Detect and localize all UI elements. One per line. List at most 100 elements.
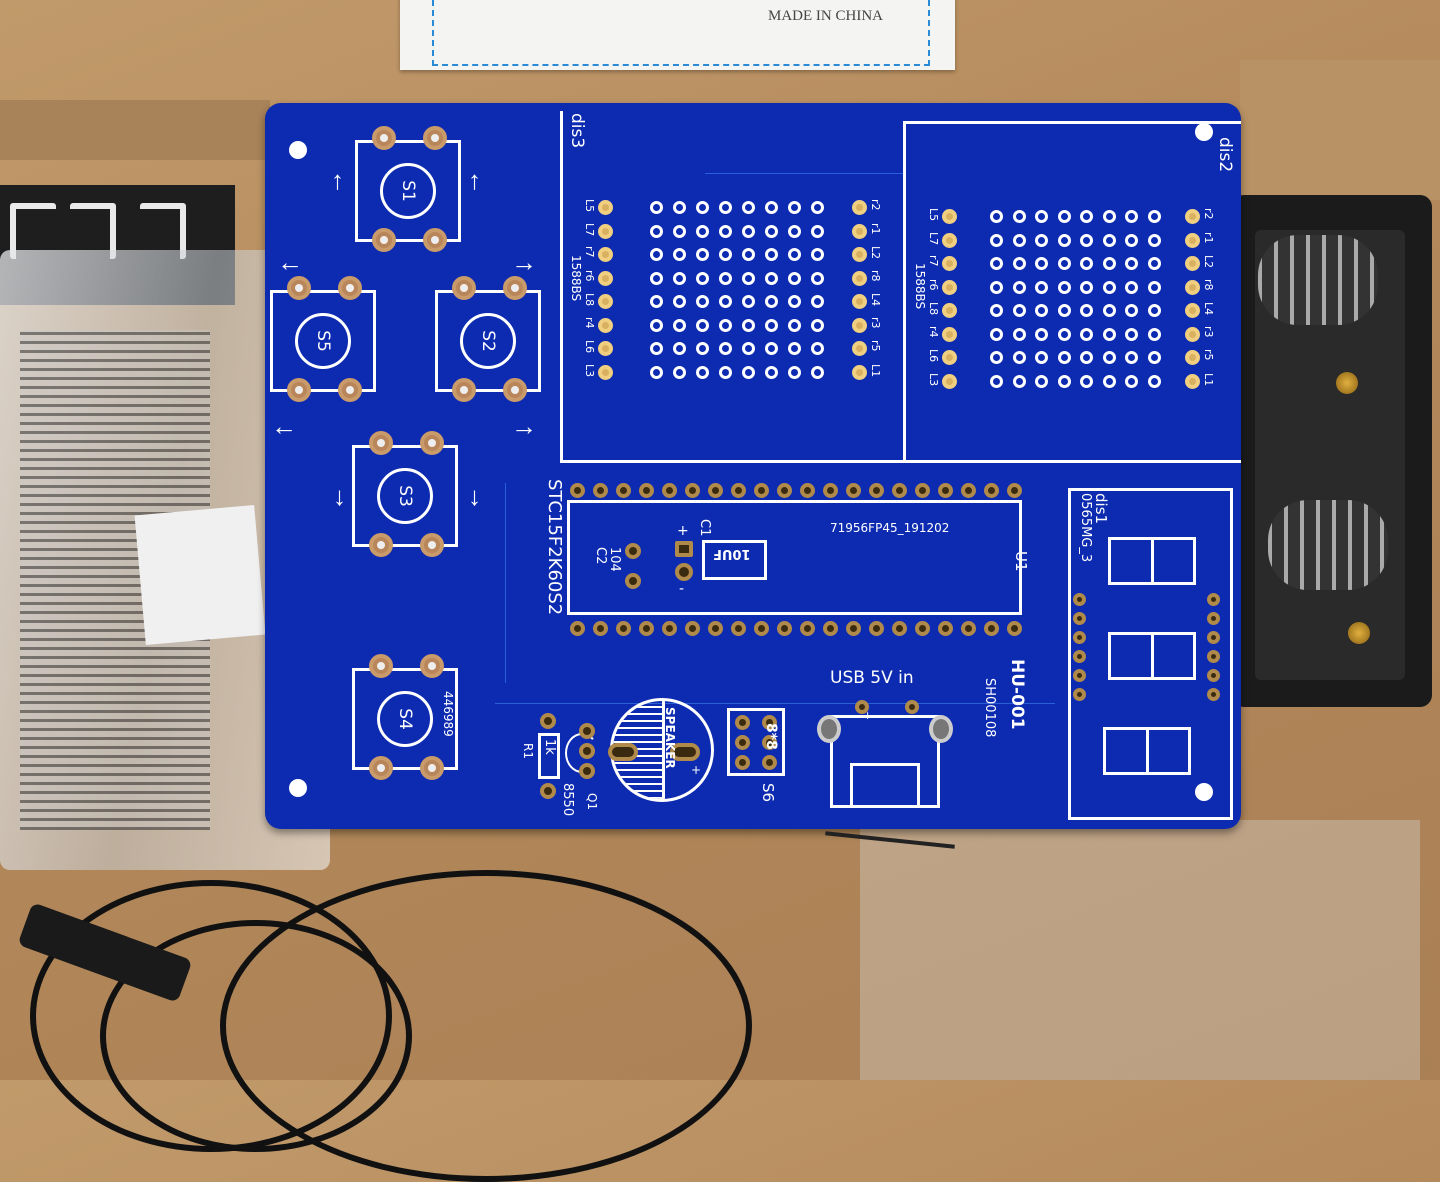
button-s3-cap[interactable]: S3 <box>377 468 433 524</box>
matrix-pin-label: r2 <box>869 199 882 211</box>
led-dot <box>1012 280 1026 294</box>
led-dot <box>1125 374 1138 388</box>
led-dot <box>1012 257 1026 270</box>
button-pad <box>369 756 393 780</box>
mcu-pin <box>800 483 815 498</box>
dis1-pin <box>1073 593 1086 606</box>
matrix-pin-label: r4 <box>583 316 596 329</box>
led-dot <box>1035 374 1048 388</box>
matrix-pin-label: r3 <box>1202 325 1215 338</box>
led-dot <box>990 351 1003 364</box>
matrix-pin <box>1185 256 1200 271</box>
led-dot <box>1125 257 1138 270</box>
matrix-pin-label: r6 <box>927 278 940 291</box>
mcu-pin <box>984 483 999 498</box>
usb-pad <box>905 700 919 714</box>
made-in-china-text: MADE IN CHINA <box>768 8 883 24</box>
mcu-pin <box>846 621 861 636</box>
mcu-pin <box>593 621 608 636</box>
dis1-label: dis1 <box>1092 493 1110 525</box>
button-s1-cap[interactable]: S1 <box>380 163 436 219</box>
led-dot <box>1125 351 1138 364</box>
mcu-ref: U1 <box>1012 551 1030 572</box>
led-dot <box>696 201 709 214</box>
button-pad <box>452 378 476 402</box>
mcu-pin <box>570 621 585 636</box>
usb-pad <box>855 700 869 714</box>
q1-pad <box>579 763 595 779</box>
led-dot <box>1147 351 1161 364</box>
led-dot <box>650 248 663 261</box>
led-dot <box>1147 280 1161 294</box>
mcu-pin <box>984 621 999 636</box>
dis1-pin <box>1073 631 1086 644</box>
matrix-pin <box>598 341 613 356</box>
mcu-pin <box>777 621 792 636</box>
q1-value: 8550 <box>560 783 575 817</box>
dis1-pin <box>1207 631 1220 644</box>
led-dot <box>696 295 709 308</box>
button-s2-cap[interactable]: S2 <box>460 313 516 369</box>
led-dot <box>1102 210 1116 223</box>
led-dot <box>765 201 778 214</box>
q1-pad <box>579 723 595 739</box>
led-dot <box>811 201 824 214</box>
button-s1[interactable]: S1 <box>355 140 461 242</box>
rivet <box>1336 372 1358 394</box>
led-dot <box>1080 233 1093 247</box>
led-dot <box>765 248 778 261</box>
button-s3[interactable]: S3 <box>352 445 458 547</box>
button-s2[interactable]: S2 <box>435 290 541 392</box>
led-dot <box>719 271 732 285</box>
matrix-pin <box>942 326 957 342</box>
matrix-pin-label: r5 <box>869 340 882 352</box>
led-dot <box>1057 257 1071 270</box>
arrow-down-icon: ↓ <box>468 481 481 511</box>
matrix-pin-label: L6 <box>583 340 596 354</box>
led-dot <box>1080 280 1093 294</box>
matrix-pin <box>852 317 867 333</box>
matrix-pin <box>942 373 957 389</box>
speaker-plus: + <box>691 763 702 777</box>
button-s4-cap[interactable]: S4 <box>377 691 433 747</box>
led-dot <box>990 304 1003 317</box>
c2-pad <box>625 543 641 559</box>
matrix-pin-label: L8 <box>927 302 940 316</box>
led-dot <box>765 365 778 379</box>
mcu-pin <box>961 483 976 498</box>
button-pad <box>420 533 444 557</box>
mcu-pin <box>938 621 953 636</box>
c2-pad <box>625 573 641 589</box>
led-dot <box>650 295 663 308</box>
led-dot <box>811 318 824 332</box>
matrix-pin-label: L5 <box>927 208 940 222</box>
dis1-pin <box>1207 650 1220 663</box>
button-s5[interactable]: S5 <box>270 290 376 392</box>
matrix-pin <box>942 350 957 365</box>
button-s4[interactable]: S4 446989 <box>352 668 458 770</box>
led-dot <box>1057 351 1071 364</box>
button-s5-cap[interactable]: S5 <box>295 313 351 369</box>
mounting-hole <box>1195 123 1213 141</box>
header-pin <box>735 735 750 750</box>
button-pad <box>369 533 393 557</box>
mcu-pin <box>685 621 700 636</box>
matrix-pin <box>1185 279 1200 295</box>
sticker <box>134 505 266 645</box>
button-pad <box>423 126 447 150</box>
header-pin <box>762 715 777 730</box>
led-dot <box>811 365 824 379</box>
r1-pad <box>540 783 556 799</box>
header-ref: S6 <box>759 783 777 803</box>
mcu-pin <box>616 483 631 498</box>
matrix-pin-label: r4 <box>927 325 940 338</box>
led-dot <box>696 271 709 285</box>
led-dot <box>1125 304 1138 317</box>
led-dot <box>788 318 801 332</box>
mcu-pin <box>685 483 700 498</box>
led-dot <box>1012 374 1026 388</box>
dis3-outline <box>560 111 563 463</box>
mcu-pin <box>915 483 930 498</box>
matrix-pin-label: r8 <box>1202 278 1215 291</box>
led-dot <box>1035 210 1048 223</box>
